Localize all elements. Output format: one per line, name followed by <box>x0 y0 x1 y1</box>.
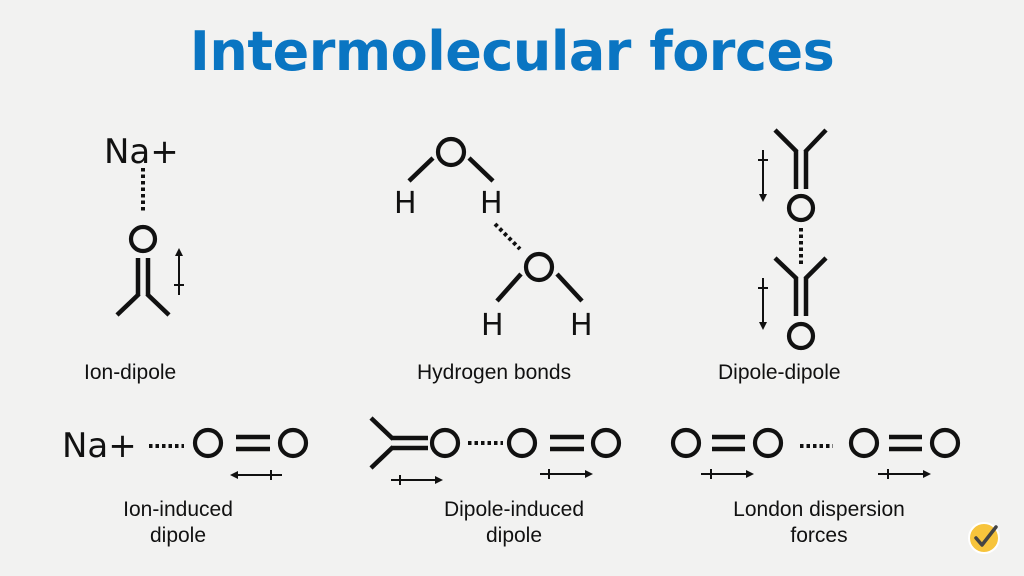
hydrogen-atom: H <box>570 308 593 343</box>
dipole-arrow-icon <box>230 470 282 480</box>
dipole-induced-dipole-diagram <box>369 416 622 485</box>
london-dispersion-diagram <box>670 427 961 479</box>
oxygen-atom <box>277 427 309 459</box>
oxygen-atom <box>429 427 461 459</box>
carbon-branch <box>115 292 141 317</box>
oxygen-atom <box>435 136 467 168</box>
oxygen-atom <box>523 251 555 283</box>
oxygen-atom <box>506 427 538 459</box>
dipole-arrow-icon <box>540 469 593 479</box>
label-hydrogen-bonds: Hydrogen bonds <box>417 361 572 384</box>
label-dipole-induced-dipole: Dipole-induced dipole <box>443 498 585 547</box>
oxygen-atom <box>786 193 816 223</box>
dipole-arrow-icon <box>758 278 768 330</box>
label-london-dispersion: London dispersion forces <box>733 498 905 547</box>
oxygen-atom <box>929 427 961 459</box>
hydrogen-atom: H <box>394 186 417 221</box>
checkmark-icon <box>974 525 998 547</box>
dipole-arrow-icon <box>391 475 443 485</box>
hydrogen-bonds-diagram: H H H H <box>394 136 593 343</box>
sodium-ion-symbol: Na+ <box>104 132 179 172</box>
dipole-arrow-icon <box>701 469 754 479</box>
hydrogen-atom: H <box>480 186 503 221</box>
dipole-arrow-icon <box>174 248 184 295</box>
oxygen-atom <box>670 427 702 459</box>
brand-badge <box>968 522 1000 554</box>
oxygen-atom <box>192 427 224 459</box>
oxygen-atom <box>590 427 622 459</box>
dipole-arrow-icon <box>758 150 768 202</box>
oxygen-atom <box>752 427 784 459</box>
dipole-arrow-icon <box>878 469 931 479</box>
sodium-ion-symbol: Na+ <box>62 426 137 466</box>
label-ion-dipole: Ion-dipole <box>84 361 177 384</box>
oxygen-atom <box>848 427 880 459</box>
ion-induced-dipole-diagram: Na+ <box>62 426 309 480</box>
page-title: Intermolecular forces <box>189 20 835 83</box>
hydrogen-atom: H <box>481 308 504 343</box>
hydrogen-bond-line <box>493 222 522 251</box>
oxygen-atom <box>128 224 158 254</box>
dipole-dipole-diagram <box>758 128 828 351</box>
label-dipole-dipole: Dipole-dipole <box>718 361 841 384</box>
ion-dipole-diagram: Na+ <box>104 132 184 317</box>
label-ion-induced-dipole: Ion-induced dipole <box>123 498 233 547</box>
oxygen-atom <box>786 321 816 351</box>
